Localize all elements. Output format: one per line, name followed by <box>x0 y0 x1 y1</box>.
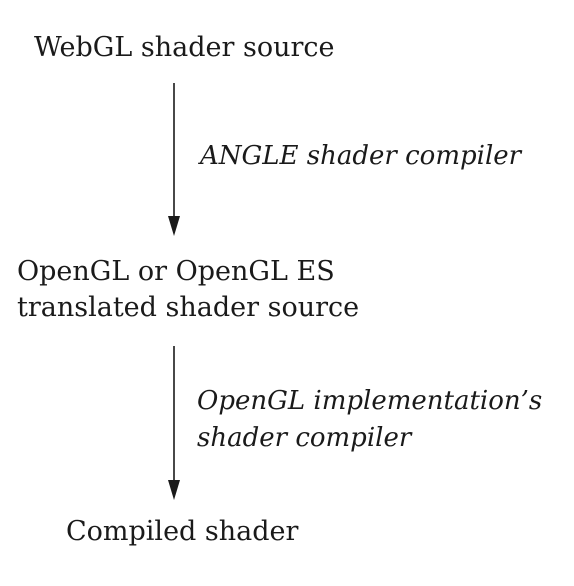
arrow-head <box>168 216 180 236</box>
edge-label-opengl-compiler: OpenGL implementation’s shader compiler <box>197 383 542 457</box>
node-text-line: WebGL shader source <box>34 32 335 63</box>
node-compiled-shader: Compiled shader <box>66 514 298 550</box>
edge-label-angle-compiler: ANGLE shader compiler <box>200 138 521 175</box>
node-text-line: Compiled shader <box>66 516 299 547</box>
node-translated-shader-source: OpenGL or OpenGL ES translated shader so… <box>17 254 359 326</box>
arrow-translated-to-compiled <box>168 346 180 500</box>
arrow-head <box>168 480 180 500</box>
node-text-line: translated shader source <box>17 292 360 323</box>
node-text-line: OpenGL or OpenGL ES <box>17 256 335 287</box>
edge-label-line: ANGLE shader compiler <box>200 141 522 171</box>
edge-label-line: OpenGL implementation’s <box>197 386 543 416</box>
edge-label-line: shader compiler <box>197 423 412 453</box>
node-webgl-shader-source: WebGL shader source <box>34 30 335 66</box>
arrow-webgl-to-translated <box>168 83 180 236</box>
